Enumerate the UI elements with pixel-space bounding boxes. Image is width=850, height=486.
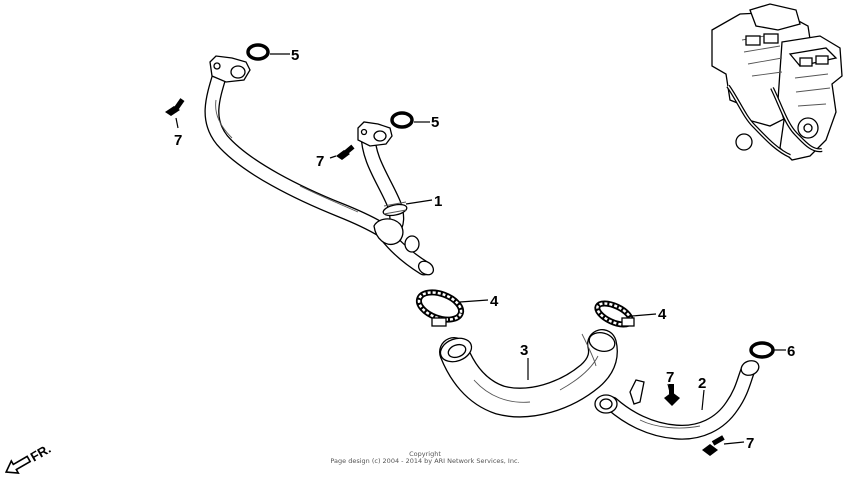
callout-7-c: 7 bbox=[666, 369, 674, 386]
callout-2: 2 bbox=[698, 375, 706, 392]
callout-1: 1 bbox=[434, 193, 442, 210]
copyright-title: Copyright bbox=[409, 450, 441, 458]
callout-3: 3 bbox=[520, 342, 528, 359]
callout-5-b: 5 bbox=[431, 114, 439, 131]
o-ring-part-5-a bbox=[246, 43, 270, 61]
callout-4-b: 4 bbox=[658, 306, 667, 323]
o-ring-part-6 bbox=[749, 341, 775, 359]
callout-5-a: 5 bbox=[291, 47, 299, 64]
hose-clamp-2 bbox=[594, 300, 635, 328]
callout-7-b: 7 bbox=[316, 153, 324, 170]
bolt-part-7-a bbox=[165, 98, 185, 116]
callout-6: 6 bbox=[787, 343, 795, 360]
water-pipe-part-2 bbox=[594, 360, 760, 440]
water-pipe-part-1 bbox=[204, 55, 435, 276]
o-ring-part-5-b bbox=[390, 111, 414, 129]
callout-4-a: 4 bbox=[490, 293, 499, 310]
bolt-part-7-d bbox=[702, 435, 725, 456]
front-arrow-icon bbox=[4, 455, 32, 474]
copyright-notice: Page design (c) 2004 - 2014 by ARI Netwo… bbox=[330, 457, 520, 465]
callout-7-d: 7 bbox=[746, 435, 754, 452]
leader-lines bbox=[175, 53, 786, 445]
water-hose-part-3 bbox=[439, 329, 618, 418]
bolt-part-7-b bbox=[336, 144, 355, 160]
engine-thumbnail bbox=[711, 3, 843, 161]
bolt-part-7-c bbox=[664, 384, 680, 406]
callout-7-a: 7 bbox=[174, 132, 182, 149]
hose-clamp-1 bbox=[415, 289, 465, 327]
